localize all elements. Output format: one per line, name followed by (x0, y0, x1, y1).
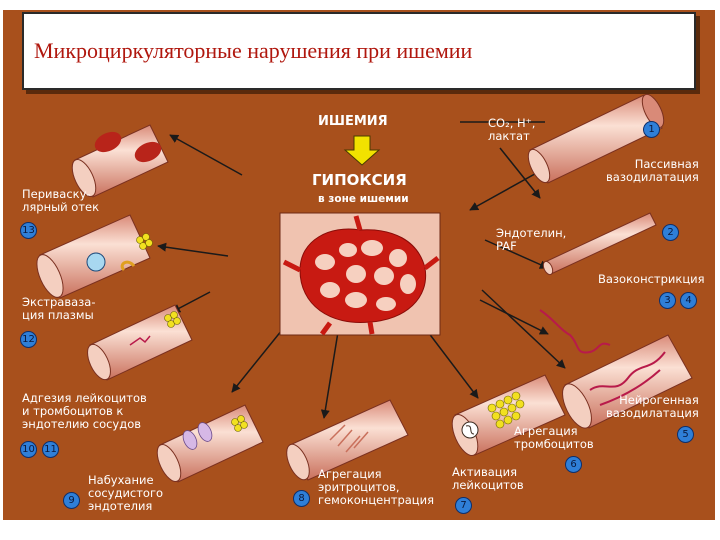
vessel-dilated-icon (527, 93, 665, 184)
co2-label: CO₂, H⁺, лактат (488, 116, 536, 143)
vessel-swelling-icon (156, 404, 264, 483)
hypoxia-label: ГИПОКСИЯ (312, 171, 407, 189)
marker-11: 11 (42, 441, 59, 458)
vessel-neurogenic-icon (562, 334, 693, 429)
extravasation-label: Экстравазa- ция плазмы (22, 295, 96, 322)
slide-title: Микроциркуляторные нарушения при ишемии (34, 38, 473, 63)
marker-12: 12 (20, 331, 37, 348)
spasm-vessel-icon (539, 309, 611, 354)
neurogenic-label: Нейрогенная вазодилатация (606, 393, 699, 420)
down-arrow-icon (343, 135, 381, 166)
leukocyte-activation-label: Активация лейкоцитов (452, 465, 524, 492)
ischemia-label: ИШЕМИЯ (318, 114, 388, 129)
vasoconstriction-label: Вазоконстрикция (598, 272, 705, 286)
endothelium-swelling-label: Набухание сосудистого эндотелия (88, 473, 164, 513)
marker-9: 9 (63, 492, 80, 509)
platelet-aggregation-label: Агрегация тромбоцитов (514, 424, 594, 451)
perivascular-edema-label: Периваску- лярный отек (22, 187, 100, 214)
erythrocyte-aggregation-label: Агрегация эритроцитов, гемоконцентрация (318, 467, 435, 507)
marker-8: 8 (293, 490, 310, 507)
vessel-platelet-icon (451, 374, 566, 457)
marker-7: 7 (455, 497, 472, 514)
vessel-extravasation-icon (36, 214, 153, 299)
marker-5: 5 (677, 426, 694, 443)
marker-2: 2 (662, 224, 679, 241)
marker-3: 3 (659, 292, 676, 309)
capillary-network-icon (282, 215, 440, 336)
adhesion-label: Адгезия лейкоцитов и тромбоцитов к эндот… (22, 391, 147, 431)
title-box: Микроциркуляторные нарушения при ишемии (22, 12, 696, 90)
marker-10: 10 (20, 441, 37, 458)
passive-vasodilatation-label: Пассивная вазодилатация (606, 157, 699, 184)
vessel-constricted-icon (542, 212, 657, 276)
marker-6: 6 (565, 456, 582, 473)
marker-4: 4 (680, 292, 697, 309)
vessel-erythrocyte-icon (286, 399, 409, 481)
marker-13: 13 (20, 222, 37, 239)
marker-1: 1 (643, 121, 660, 138)
vessel-edema-icon (71, 124, 169, 198)
hypoxia-sublabel: в зоне ишемии (318, 193, 409, 205)
endothelin-label: Эндотелин, PAF (496, 226, 567, 253)
vessel-adhesion-icon (87, 304, 193, 381)
